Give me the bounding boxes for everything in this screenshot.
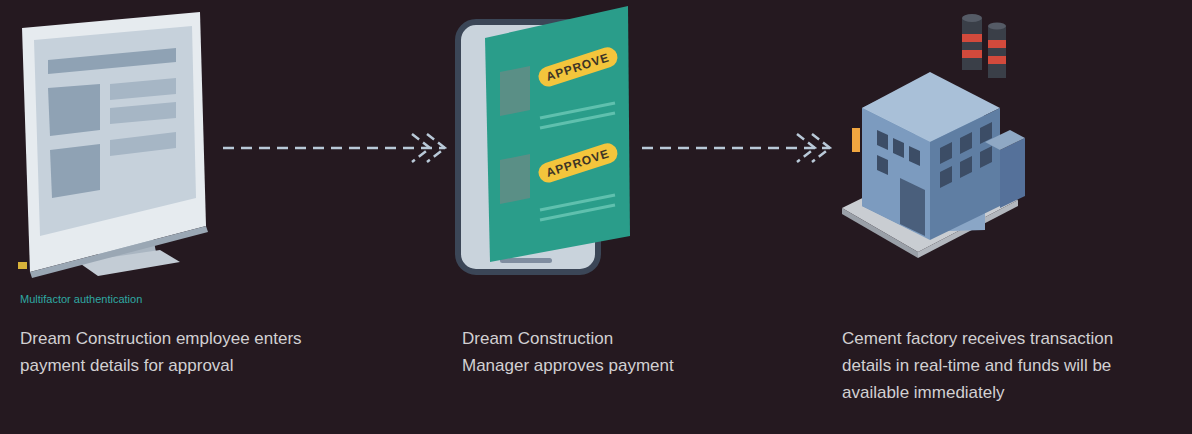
step-node: Cement factory receives transaction deta… bbox=[840, 10, 1028, 260]
phone-illustration bbox=[458, 6, 630, 272]
step-caption: Dream Construction employee enters payme… bbox=[20, 325, 320, 379]
step-node: APPROVEAPPROVEDream Construction Manager… bbox=[455, 5, 632, 275]
factory-illustration bbox=[842, 14, 1025, 258]
auth-note: Multifactor authentication bbox=[20, 292, 220, 306]
dashed-arrow bbox=[642, 134, 830, 162]
step-caption: Dream Construction Manager approves paym… bbox=[462, 325, 677, 379]
dashed-arrow bbox=[223, 134, 445, 162]
step-caption: Cement factory receives transaction deta… bbox=[842, 325, 1154, 406]
monitor-illustration bbox=[18, 12, 208, 278]
step-node: Multifactor authenticationDream Construc… bbox=[18, 10, 213, 275]
approve-stamp: APPROVE bbox=[536, 141, 620, 185]
approve-stamp: APPROVE bbox=[536, 45, 620, 89]
